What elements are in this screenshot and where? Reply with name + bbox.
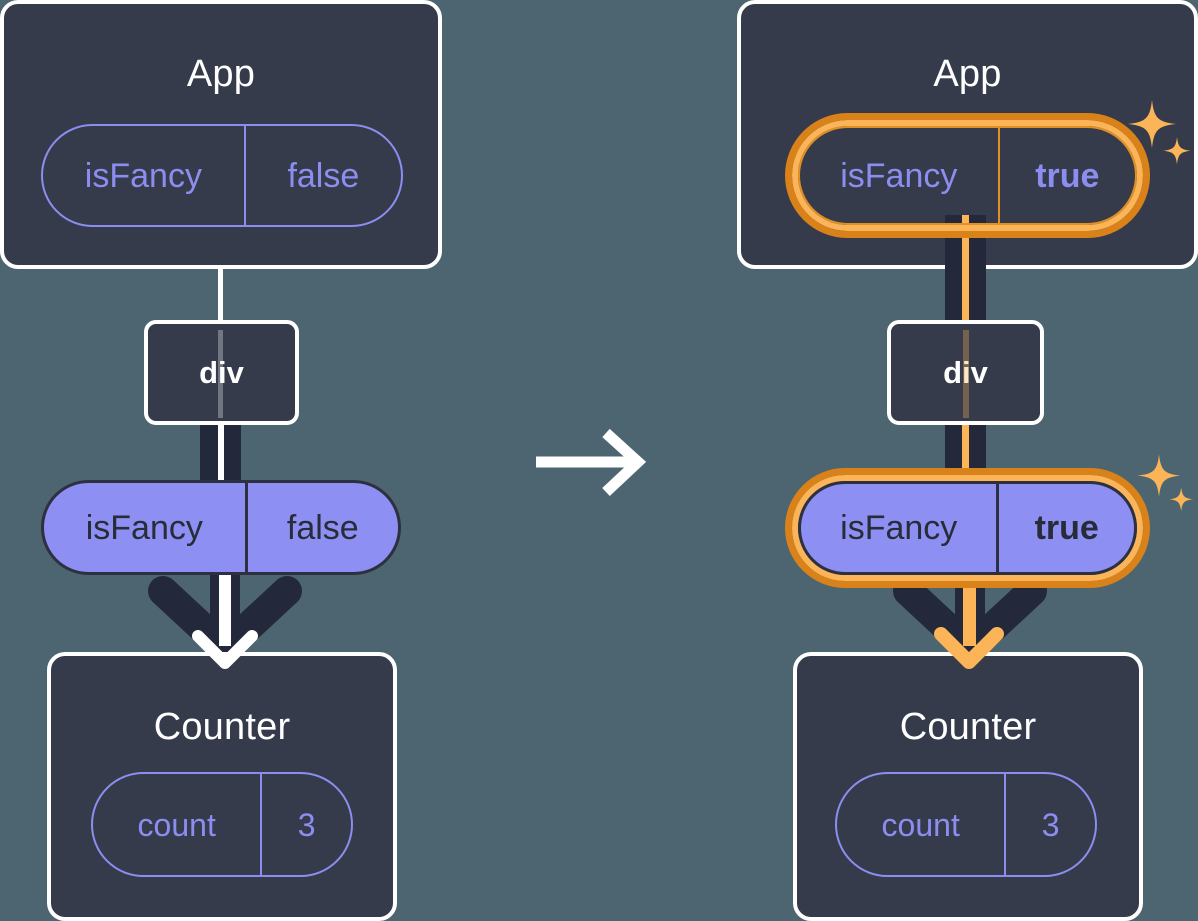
counter-state-pill-after: count 3 (835, 772, 1097, 877)
app-title-after: App (933, 53, 1002, 95)
prop-name-after: isFancy (840, 509, 958, 547)
edge-div-to-prop-core-after (962, 421, 969, 483)
sparkle-icon-prop-after (1137, 454, 1194, 512)
div-label-before: div (199, 354, 244, 390)
edge-through-div-after (963, 330, 969, 418)
prop-name-before: isFancy (85, 508, 203, 547)
edge-div-to-prop-core-before (218, 421, 224, 483)
prop-pill-before: isFancy false (41, 480, 401, 575)
counter-title-before: Counter (153, 706, 291, 748)
counter-state-value-before: 3 (260, 774, 351, 875)
prop-pill-after: isFancy true (798, 481, 1137, 575)
app-state-pill-before: isFancy false (41, 124, 403, 227)
app-state-value-before: false (243, 126, 401, 225)
counter-state-name-after: count (881, 806, 960, 843)
counter-title-after: Counter (899, 706, 1037, 748)
edge-through-div-before (218, 330, 223, 418)
counter-state-value-after: 3 (1004, 774, 1095, 875)
counter-state-name-before: count (137, 806, 216, 843)
transition-arrow-icon (536, 428, 647, 497)
div-box-before: div (144, 320, 299, 425)
edge-app-to-div-before (218, 266, 223, 322)
arrow-core-after (934, 566, 1004, 669)
app-title-before: App (186, 53, 256, 95)
sparkle-icon-app-after (1128, 100, 1191, 165)
app-state-pill-after: isFancy true (798, 126, 1137, 225)
prop-value-before: false (244, 483, 398, 572)
app-state-value-after: true (997, 128, 1135, 223)
app-state-name-before: isFancy (84, 156, 202, 195)
div-label-after: div (943, 354, 988, 390)
edge-app-to-div-core-after (962, 215, 969, 327)
counter-state-pill-before: count 3 (91, 772, 353, 877)
app-state-name-after: isFancy (840, 156, 958, 195)
arrow-core-before (192, 566, 258, 669)
prop-value-after: true (996, 484, 1134, 572)
div-box-after: div (887, 320, 1044, 425)
